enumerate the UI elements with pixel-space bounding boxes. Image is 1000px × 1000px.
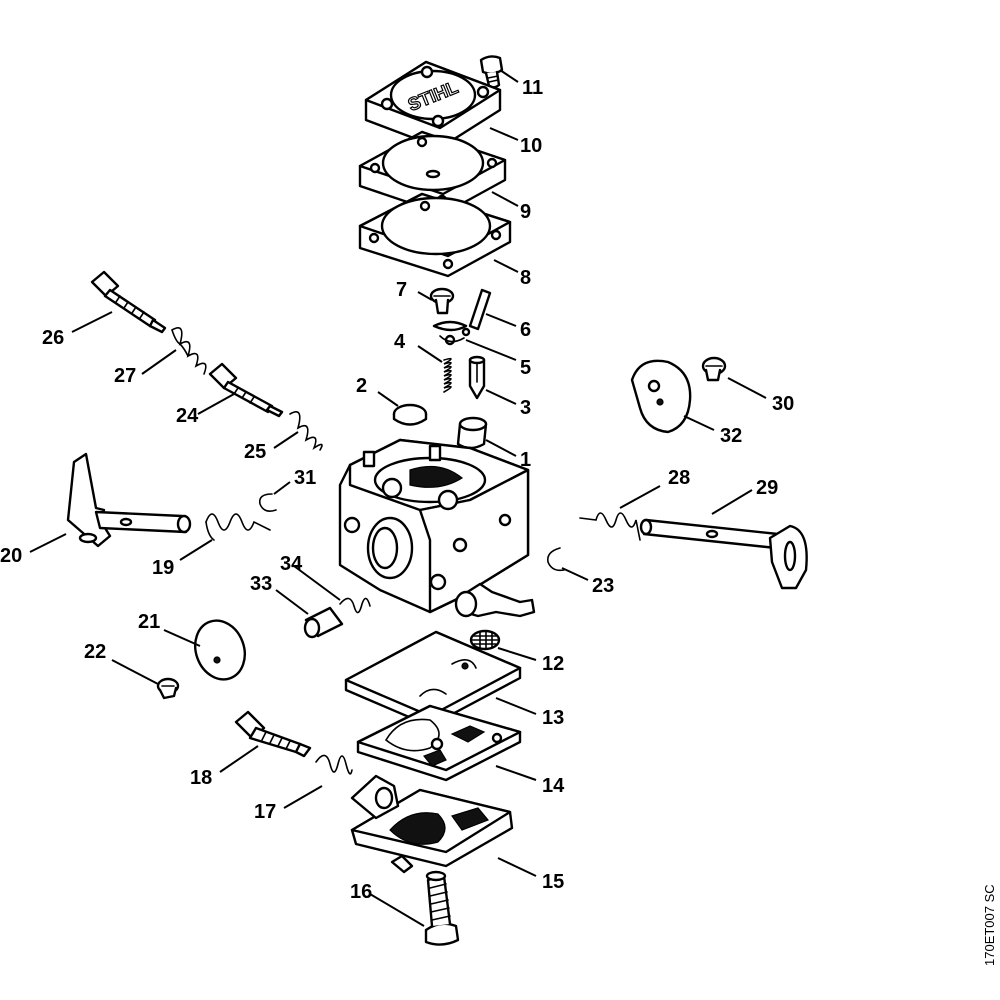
part-25-spring <box>289 411 323 451</box>
part-14-gasket <box>356 704 522 782</box>
callout-8: 8 <box>520 267 531 289</box>
callout-1: 1 <box>520 449 531 471</box>
callout-30: 30 <box>772 393 794 415</box>
part-15-metering-cover <box>350 774 514 874</box>
callout-3: 3 <box>520 397 531 419</box>
part-3-inlet-needle <box>468 355 486 400</box>
part-12-fuel-screen <box>469 629 501 651</box>
part-18-adjusting-screw <box>234 710 312 758</box>
part-8-gasket <box>358 192 512 278</box>
leader-lines <box>29 69 767 927</box>
part-26-adjusting-screw <box>90 270 167 334</box>
part-22-screw <box>156 677 180 700</box>
callout-28: 28 <box>668 467 690 489</box>
callout-21: 21 <box>138 611 160 633</box>
callout-9: 9 <box>520 201 531 223</box>
part-20-choke-shaft <box>66 452 192 548</box>
part-11-screw <box>479 55 504 89</box>
callout-26: 26 <box>42 327 64 349</box>
part-29-throttle-shaft <box>639 518 808 590</box>
callout-31: 31 <box>294 467 316 489</box>
callout-12: 12 <box>542 653 564 675</box>
part-7-screw <box>429 287 455 315</box>
figure-code: 170ET007 SC <box>982 884 997 966</box>
callout-24: 24 <box>176 405 199 427</box>
callout-11: 11 <box>522 77 543 99</box>
part-5-lever <box>432 320 471 346</box>
part-32-choke-plate <box>630 359 692 434</box>
callout-34: 34 <box>280 553 303 575</box>
part-30-screw <box>701 356 727 382</box>
callout-27: 27 <box>114 365 136 387</box>
callout-16: 16 <box>350 881 372 903</box>
callout-13: 13 <box>542 707 564 729</box>
callout-5: 5 <box>520 357 531 379</box>
callout-14: 14 <box>542 775 565 797</box>
callout-2: 2 <box>356 375 367 397</box>
part-2-welch-plug <box>392 403 428 426</box>
part-4-spring <box>443 357 452 393</box>
part-21-throttle-plate <box>194 619 246 681</box>
callout-7: 7 <box>396 279 407 301</box>
part-17-spring <box>315 754 353 775</box>
callout-10: 10 <box>520 135 542 157</box>
callout-6: 6 <box>520 319 531 341</box>
part-13-metering-diaphragm <box>344 630 522 728</box>
part-27-spring <box>171 327 207 375</box>
part-10-cover-plate: STIHL <box>364 60 502 150</box>
callouts: 11 10 9 8 7 6 5 4 3 2 1 26 27 24 25 31 2… <box>0 77 794 903</box>
callout-25: 25 <box>244 441 266 463</box>
callout-19: 19 <box>152 557 174 579</box>
part-6-pin <box>468 288 492 331</box>
part-23-clip <box>546 547 565 572</box>
callout-22: 22 <box>84 641 106 663</box>
callout-20: 20 <box>0 545 22 567</box>
callout-33: 33 <box>250 573 272 595</box>
part-16-screw <box>424 870 460 946</box>
callout-4: 4 <box>394 331 406 353</box>
carburetor-body <box>338 438 536 618</box>
part-24-adjusting-screw <box>208 362 284 418</box>
part-1-valve-jet <box>456 416 488 450</box>
callout-17: 17 <box>254 801 276 823</box>
callout-15: 15 <box>542 871 564 893</box>
callout-32: 32 <box>720 425 742 447</box>
part-28-spring <box>579 512 641 541</box>
part-9-pump-diaphragm <box>358 130 507 216</box>
part-33-plug <box>303 606 344 639</box>
callout-29: 29 <box>756 477 778 499</box>
part-19-spring <box>205 513 271 541</box>
callout-23: 23 <box>592 575 614 597</box>
part-31-clip <box>258 493 277 512</box>
part-34-spring <box>339 597 371 614</box>
callout-18: 18 <box>190 767 212 789</box>
